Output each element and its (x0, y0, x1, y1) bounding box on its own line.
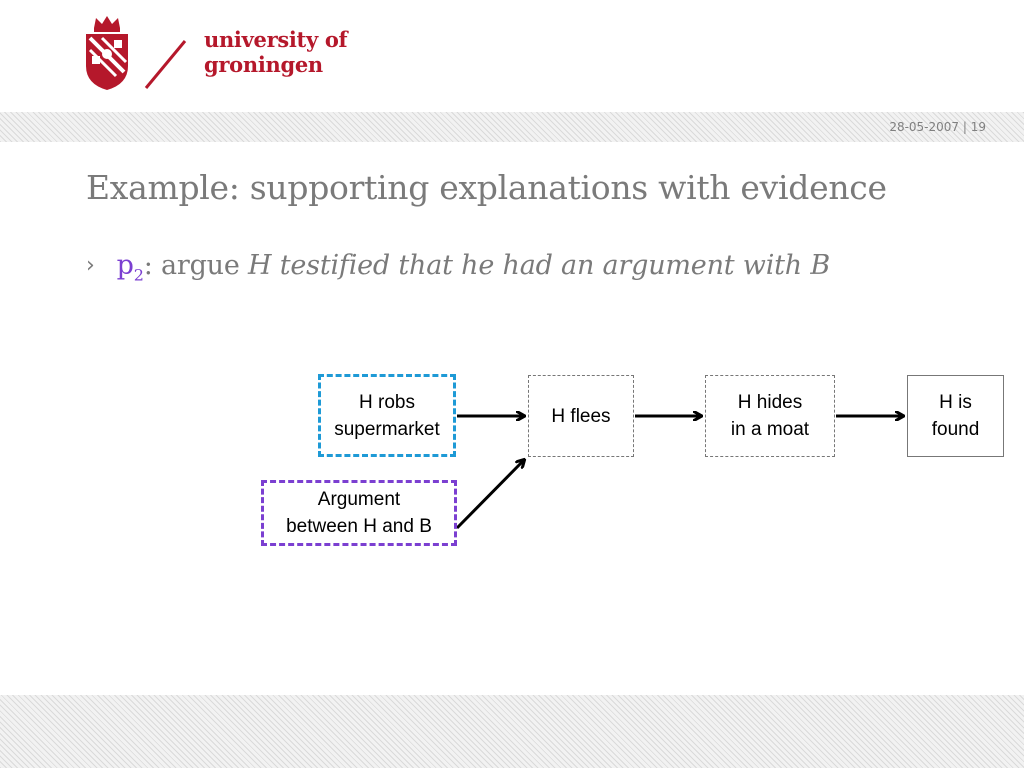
edge-argument-to-flees (455, 460, 524, 530)
argument-label-base: p (116, 250, 134, 281)
university-logo: university of groningen (84, 14, 364, 94)
node-h-flees: H flees (528, 375, 634, 457)
argument-label: p2 (116, 250, 144, 285)
slide-date-and-number: 28-05-2007 | 19 (889, 120, 986, 134)
footer-band (0, 695, 1024, 768)
bullet-separator: : (143, 250, 153, 281)
argument-label-subscript: 2 (133, 265, 144, 285)
university-wordmark: university of groningen (204, 27, 348, 77)
university-crest-icon (86, 16, 187, 90)
wordmark-line-2: groningen (204, 52, 323, 77)
wordmark-line-1: university of (204, 27, 348, 52)
node-h-is-found: H is found (907, 375, 1004, 457)
node-argument-between-h-and-b: Argument between H and B (261, 480, 457, 546)
bullet-item: › p2: argue H testified that he had an ar… (86, 250, 830, 284)
bullet-marker: › (86, 253, 95, 278)
bullet-verb: argue (152, 250, 249, 281)
node-h-robs-supermarket: H robs supermarket (318, 374, 456, 457)
node-h-hides-in-moat: H hides in a moat (705, 375, 835, 457)
header-band (0, 112, 1024, 142)
bullet-claim: H testified that he had an argument with… (248, 250, 831, 281)
slide-title: Example: supporting explanations with ev… (86, 168, 887, 207)
